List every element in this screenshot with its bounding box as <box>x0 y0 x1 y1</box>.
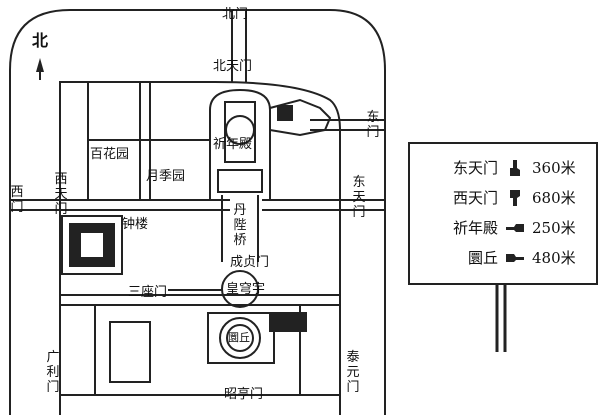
pointing-up-hand-icon <box>510 160 520 176</box>
sign-row-qiniandian: 祈年殿 250米 <box>410 216 596 240</box>
sign-place: 东天门 <box>452 159 498 177</box>
pointing-right-hand-icon <box>506 254 524 262</box>
label-sanzuo-gate: 三座门 <box>128 285 168 300</box>
pointing-left-hand-icon <box>506 224 524 232</box>
label-east-gate: 东门 <box>366 110 380 140</box>
label-north-gate: 北门 <box>222 7 249 22</box>
compass-label: 北 <box>32 31 49 50</box>
label-zhaoheng-gate: 昭亨门 <box>224 387 264 402</box>
sign-row-east-tianmen: 东天门 360米 <box>410 156 596 180</box>
sign-distance: 360米 <box>532 159 576 177</box>
sign-distance: 680米 <box>532 189 576 207</box>
north-arrow <box>36 58 44 72</box>
label-huangqiongyu: 皇穹宇 <box>226 282 266 297</box>
label-north-tianmen: 北天门 <box>213 59 253 74</box>
qiniandian-enclosure <box>209 88 271 200</box>
sign-distance: 480米 <box>532 249 576 267</box>
yuanqiu-circle <box>219 317 261 359</box>
direction-sign: 东天门 360米 西天门 680米 祈年殿 250米 圜丘 480米 <box>408 142 598 285</box>
label-east-tianmen: 东天门 <box>352 175 366 220</box>
label-chengzhen-gate: 成贞门 <box>230 255 270 270</box>
label-west-gate: 西门 <box>10 185 24 215</box>
zhonglou-compound <box>61 215 123 275</box>
label-baihuayuan: 百花园 <box>90 147 130 162</box>
label-west-tianmen: 西天门 <box>54 172 68 217</box>
sign-row-yuanqiu: 圜丘 480米 <box>410 246 596 270</box>
label-yuanqiu: 圜丘 <box>228 331 250 344</box>
label-taiyuan-gate: 泰元门 <box>346 350 360 395</box>
sign-place: 西天门 <box>452 189 498 207</box>
sign-place: 祈年殿 <box>452 219 498 237</box>
label-yuejiyuan: 月季园 <box>146 169 186 184</box>
label-qiniandian: 祈年殿 <box>213 137 253 152</box>
label-danbiqiao: 丹陛桥 <box>233 203 247 248</box>
yuanqiu-enclosure <box>94 305 301 396</box>
pointing-down-hand-icon <box>510 190 520 206</box>
sign-distance: 250米 <box>532 219 576 237</box>
outer-wall <box>9 9 386 415</box>
sign-row-west-tianmen: 西天门 680米 <box>410 186 596 210</box>
label-guangli-gate: 广利门 <box>46 350 60 395</box>
inner-wall <box>59 81 341 415</box>
sign-place: 圜丘 <box>467 249 498 267</box>
label-zhonglou: 钟楼 <box>122 217 149 232</box>
